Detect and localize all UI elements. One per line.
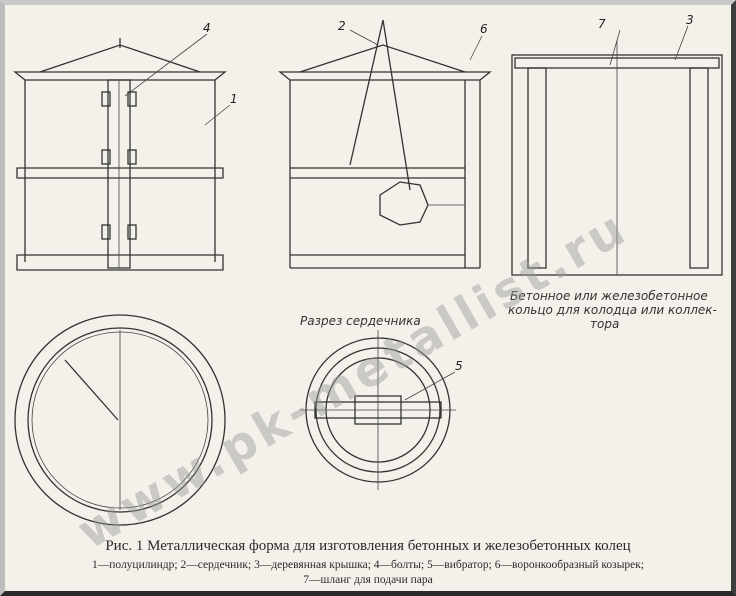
figure-legend-line-2: 7—шланг для подачи пара	[303, 574, 433, 586]
label-4: 4	[203, 21, 211, 35]
label-6: 6	[480, 22, 488, 36]
label-2: 2	[338, 19, 346, 33]
core-section-label: Разрез сердечника	[300, 314, 421, 328]
label-5: 5	[455, 359, 463, 373]
core-section-view	[300, 330, 456, 490]
label-1: 1	[230, 92, 238, 106]
form-plan-view	[14, 314, 226, 526]
ring-note-line-3: тора	[590, 317, 619, 331]
core-elevation-view	[278, 19, 492, 269]
ring-section-view	[511, 25, 723, 276]
form-elevation-view	[13, 33, 231, 271]
ring-note-line-1: Бетонное или железобетонное	[510, 289, 708, 303]
figure-legend-line-1: 1—полуцилиндр; 2—сердечник; 3—деревянная…	[91, 559, 645, 571]
ring-note-line-2: кольцо для колодца или коллек-	[508, 303, 717, 317]
label-3: 3	[686, 13, 694, 27]
watermark: www.pk-metallist.ru	[68, 199, 637, 560]
label-7: 7	[598, 17, 606, 31]
figure-title: Рис. 1 Металлическая форма для изготовле…	[105, 538, 631, 554]
